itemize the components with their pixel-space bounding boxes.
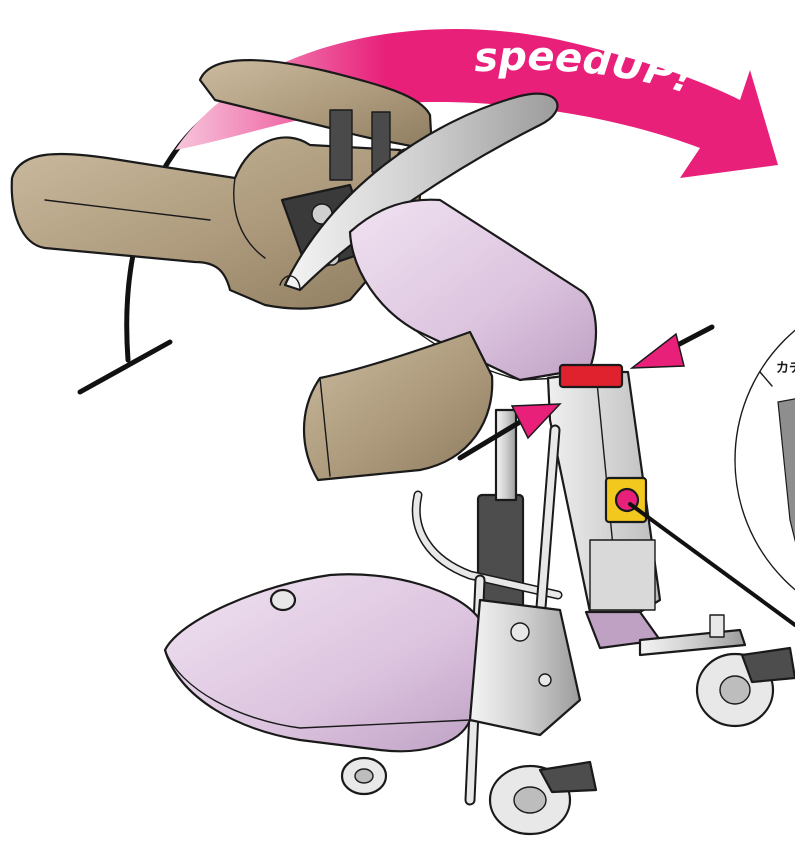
caster-rear-left xyxy=(271,590,295,610)
caster-front-right xyxy=(490,762,596,834)
caster-rear-right xyxy=(697,648,795,726)
inset-label: カチ xyxy=(776,361,795,376)
release-button xyxy=(560,365,622,387)
footplate xyxy=(165,574,480,751)
pointer-arrow-upper xyxy=(632,327,712,368)
inset-detail-circle: カチ xyxy=(735,290,795,630)
caster-front-left xyxy=(342,758,386,794)
height-switch xyxy=(606,478,646,522)
